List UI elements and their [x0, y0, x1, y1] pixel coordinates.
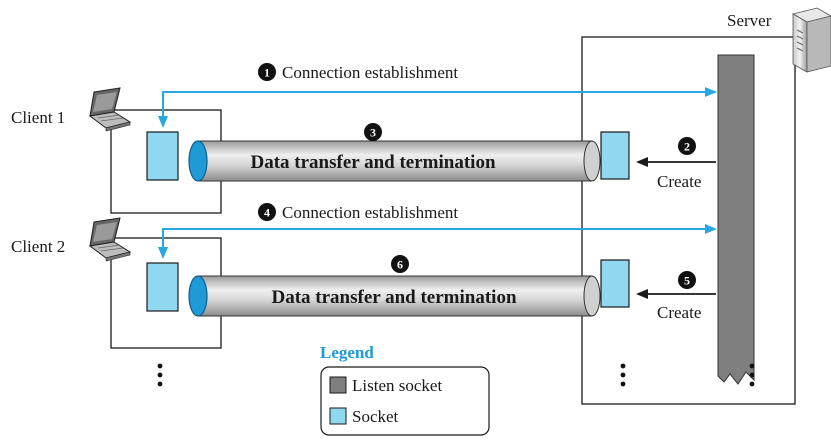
server-socket-1 — [600, 131, 630, 180]
step-1-number: 1 — [264, 66, 270, 80]
step-2-badge — [678, 137, 696, 155]
vertical-ellipsis-icon — [749, 363, 755, 387]
step-1-label: Connection establishment — [282, 63, 458, 82]
server-boundary — [581, 36, 796, 405]
pipe-2-label: Data transfer and termination — [271, 287, 516, 308]
step-2-label: Create — [657, 172, 701, 191]
pipe-1-label: Data transfer and termination — [250, 152, 495, 173]
pipe-1-end — [188, 140, 208, 182]
step-5-badge — [678, 271, 696, 289]
legend-swatch-listen — [329, 376, 347, 394]
connection-arrow-2 — [158, 224, 717, 259]
server-socket-2 — [600, 259, 630, 308]
legend-label-socket: Socket — [352, 407, 399, 426]
step-3-badge — [364, 123, 382, 141]
step-5-number: 5 — [684, 274, 690, 288]
connection-arrow-1 — [158, 87, 717, 128]
pipe-2-end — [188, 275, 208, 317]
step-6-number: 6 — [397, 258, 403, 272]
legend-box — [320, 366, 490, 436]
server-label: Server — [727, 11, 772, 30]
legend-title: Legend — [320, 343, 374, 362]
step-3: 3 — [364, 123, 382, 141]
laptop-icon — [88, 87, 132, 132]
server-tower-icon — [791, 7, 831, 73]
listen-socket — [717, 54, 755, 385]
legend-label-listen: Listen socket — [352, 376, 442, 395]
step-6: 6 — [391, 255, 409, 273]
step-4-number: 4 — [264, 206, 270, 220]
step-1-badge — [258, 63, 276, 81]
client-1-socket — [146, 131, 179, 181]
vertical-ellipsis-icon — [157, 363, 163, 387]
step-4-label: Connection establishment — [282, 203, 458, 222]
data-pipe-1: Data transfer and termination — [188, 140, 601, 182]
step-6-badge — [391, 255, 409, 273]
step-3-number: 3 — [370, 126, 376, 140]
legend: Legend Listen socket Socket — [320, 343, 490, 436]
create-arrow-1: 2 Create — [636, 137, 716, 191]
step-2-number: 2 — [684, 140, 690, 154]
create-arrow-2: 5 Create — [636, 271, 716, 322]
laptop-icon — [88, 217, 132, 262]
vertical-ellipsis-icon — [620, 363, 626, 387]
legend-swatch-socket — [329, 407, 347, 425]
data-pipe-2: Data transfer and termination — [188, 275, 601, 317]
step-4: 4 Connection establishment — [258, 203, 458, 222]
client-2-socket — [146, 262, 179, 312]
step-5-label: Create — [657, 303, 701, 322]
client-1-label: Client 1 — [11, 108, 65, 127]
step-1: 1 Connection establishment — [258, 63, 458, 82]
client-2-label: Client 2 — [11, 237, 65, 256]
step-4-badge — [258, 203, 276, 221]
